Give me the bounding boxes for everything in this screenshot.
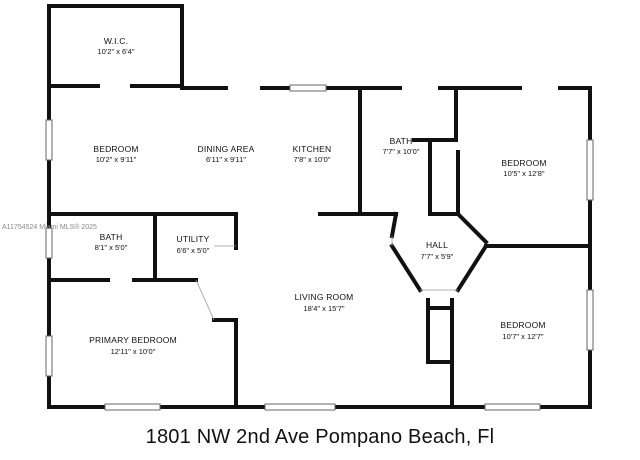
room-dims-dining-area: 6'11" x 9'11" — [205, 155, 247, 164]
room-name-bath-1: BATH — [389, 136, 413, 146]
room-dims-utility: 6'6" x 5'0" — [176, 246, 210, 255]
room-name-primary-bedroom: PRIMARY BEDROOM — [89, 335, 177, 345]
room-dims-kitchen: 7'8" x 10'0" — [293, 155, 331, 164]
room-dims-bath-1: 7'7" x 10'0" — [382, 147, 420, 156]
room-name-bedroom-2: BEDROOM — [501, 158, 547, 168]
room-dims-bath-2: 8'1" x 5'0" — [94, 243, 128, 252]
door-swings — [195, 236, 458, 321]
room-name-bedroom-3: BEDROOM — [500, 320, 546, 330]
room-dims-hall: 7'7" x 5'9" — [420, 252, 454, 261]
room-name-utility: UTILITY — [176, 234, 210, 244]
room-name-living-room: LIVING ROOM — [294, 292, 354, 302]
room-name-hall: HALL — [425, 240, 449, 250]
room-dims-bedroom-3: 10'7" x 12'7" — [502, 332, 544, 341]
room-name-bath-2: BATH — [99, 232, 123, 242]
room-dims-primary-bedroom: 12'11" x 10'0" — [110, 347, 156, 356]
room-dims-bedroom-2: 10'5" x 12'8" — [503, 169, 545, 178]
room-name-wic: W.I.C. — [103, 36, 129, 46]
address-caption: 1801 NW 2nd Ave Pompano Beach, Fl — [145, 426, 495, 448]
room-dims-bedroom-1: 10'2" x 9'11" — [95, 155, 137, 164]
room-name-dining-area: DINING AREA — [197, 144, 255, 154]
windows — [45, 84, 594, 411]
room-dims-living-room: 18'4" x 15'7" — [303, 304, 345, 313]
room-dims-wic: 10'2" x 6'4" — [97, 47, 135, 56]
room-name-kitchen: KITCHEN — [292, 144, 332, 154]
mls-watermark: A11754524 Miami MLS® 2025 — [2, 224, 97, 231]
room-name-bedroom-1: BEDROOM — [93, 144, 139, 154]
